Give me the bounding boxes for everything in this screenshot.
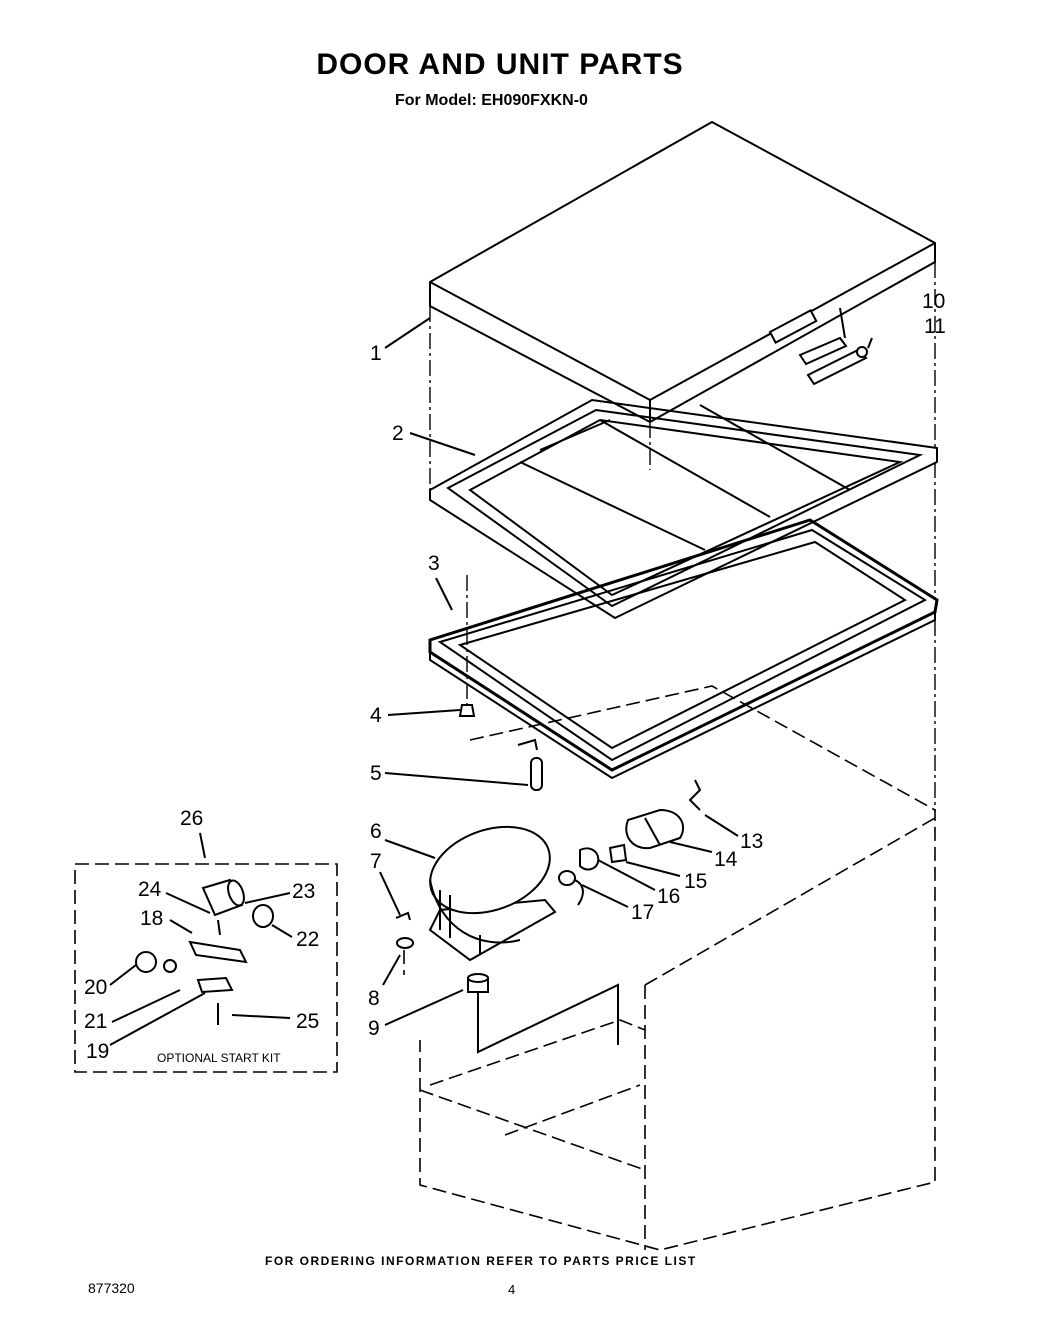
callout-7: 7 (370, 850, 382, 873)
callout-numbers: 1 2 3 4 5 6 7 8 9 10 11 13 14 15 16 17 1… (84, 290, 946, 1063)
mount-parts-7-8-9 (395, 911, 619, 1054)
handle-parts-10-11 (798, 336, 868, 386)
callout-3: 3 (428, 552, 440, 575)
optional-start-kit-box: OPTIONAL START KIT (74, 863, 338, 1073)
callout-21: 21 (84, 1010, 107, 1033)
callout-11: 11 (924, 315, 946, 338)
relay-parts-13-17 (558, 779, 702, 906)
callout-14: 14 (714, 848, 738, 871)
callout-8: 8 (368, 987, 380, 1010)
callout-2: 2 (392, 422, 404, 445)
lid-part-1 (429, 120, 936, 424)
callout-17: 17 (631, 901, 654, 924)
compressor-part-6 (428, 825, 557, 962)
callout-9: 9 (368, 1017, 380, 1040)
callout-5: 5 (370, 762, 382, 785)
callout-20: 20 (84, 976, 107, 999)
callout-25: 25 (296, 1010, 319, 1033)
page-number: 4 (508, 1282, 516, 1297)
callout-6: 6 (370, 820, 382, 843)
callout-23: 23 (292, 880, 315, 903)
callout-13: 13 (740, 830, 763, 853)
sensor-part-5 (517, 738, 543, 791)
callout-26: 26 (180, 807, 203, 830)
leader-lines (109, 307, 873, 1046)
callout-22: 22 (296, 928, 319, 951)
alignment-lines (429, 262, 936, 812)
cabinet-outline (419, 685, 936, 1251)
model-line: For Model: EH090FXKN-0 (395, 92, 588, 109)
document-number: 877320 (88, 1280, 135, 1296)
screw-part-4 (458, 704, 476, 717)
callout-15: 15 (684, 870, 707, 893)
callout-10: 10 (922, 290, 945, 313)
callout-18: 18 (140, 907, 163, 930)
callout-19: 19 (86, 1040, 109, 1063)
callout-4: 4 (370, 704, 382, 727)
kit-label: OPTIONAL START KIT (157, 1051, 281, 1065)
callout-1: 1 (370, 342, 382, 365)
breaker-frame-part-3 (428, 518, 939, 780)
callout-16: 16 (657, 885, 680, 908)
inner-liner-part-2 (429, 398, 938, 620)
callout-24: 24 (138, 878, 162, 901)
ordering-footer: FOR ORDERING INFORMATION REFER TO PARTS … (265, 1254, 697, 1268)
page-title: DOOR AND UNIT PARTS (316, 48, 684, 81)
